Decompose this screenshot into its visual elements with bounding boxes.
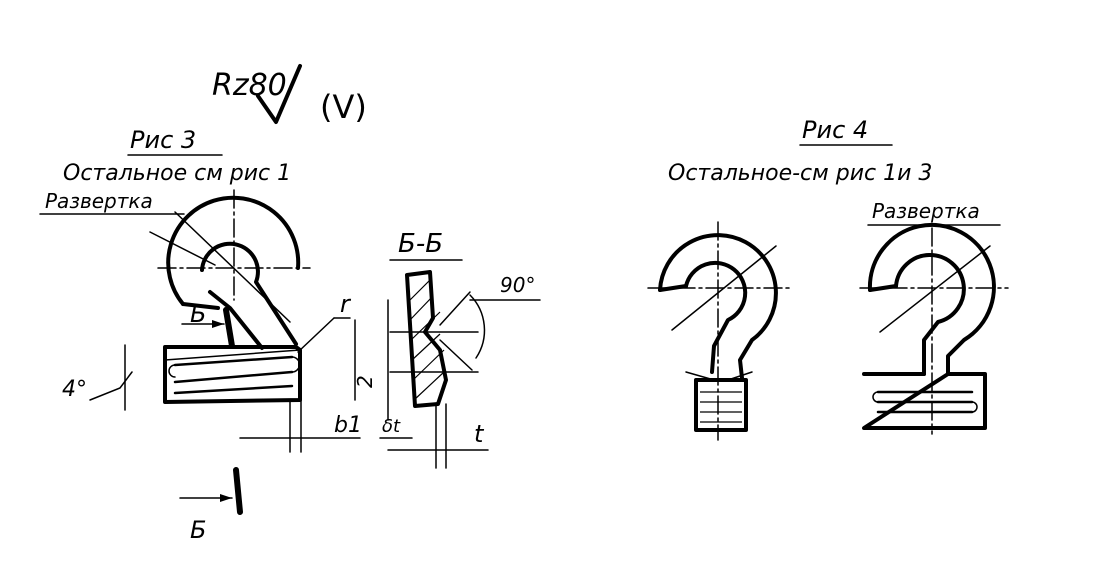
roughness-bracket-symbol: (V) — [320, 88, 367, 126]
fig3-section-mark-lower: Б — [190, 516, 206, 544]
section-arrow-lower-head — [220, 494, 232, 502]
angle-90-lower-line — [439, 339, 473, 371]
roughness-check-icon — [256, 64, 302, 124]
fig3-dim-b1: b1 — [334, 413, 362, 438]
section-arrow-upper-head — [212, 320, 224, 328]
radius-leader — [297, 317, 335, 353]
fig3-hook-outline — [166, 195, 301, 350]
fig3-radius-label: r — [340, 290, 352, 318]
fig4-subtitle: Остальное-см рис 1и 3 — [668, 161, 932, 186]
fig4-hook-right — [862, 222, 996, 430]
fig3-dim-t: t — [474, 420, 485, 448]
fig3-center-lines — [157, 189, 311, 323]
fig4-unfolded-label: Развертка — [872, 199, 980, 223]
roughness-value: Rz80 — [212, 68, 287, 103]
fig3-dim-2: 2 — [353, 375, 377, 388]
section-cut-lower — [233, 467, 243, 515]
fig4-right-center-lines — [859, 227, 1009, 435]
angle-leader — [89, 371, 133, 401]
angle-90-upper-line — [439, 291, 471, 326]
angle-90-arc — [469, 294, 486, 359]
fig3-subtitle: Остальное см рис 1 — [63, 161, 291, 186]
fig3-plate — [163, 345, 302, 404]
fig3-dim-delta: δt — [382, 416, 401, 437]
fig3-unfolded-label: Развертка — [45, 189, 153, 213]
fig4-title: Рис 4 — [802, 116, 868, 144]
fig4-left-center-lines — [647, 221, 791, 441]
fig3-angle-90: 90° — [500, 273, 535, 297]
fig3-section-mark-upper: Б — [190, 300, 206, 328]
fig3-angle-label: 4° — [62, 377, 87, 402]
section-profile — [405, 270, 448, 408]
fig3-title: Рис 3 — [130, 126, 196, 154]
section-cut-upper — [223, 307, 235, 349]
fig3-section-title: Б-Б — [398, 229, 443, 259]
